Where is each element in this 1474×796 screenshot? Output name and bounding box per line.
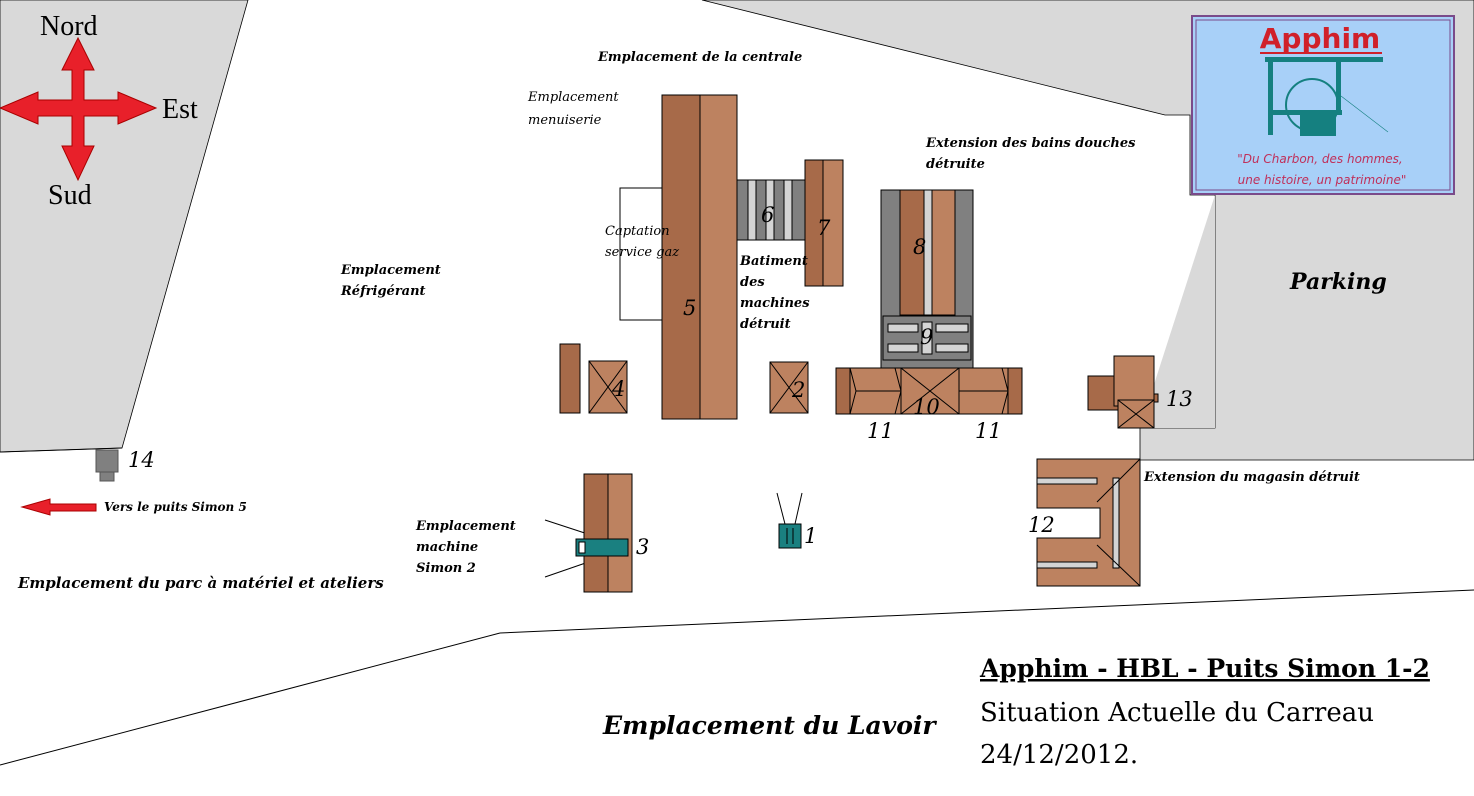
- label-captation: Captation: [605, 224, 670, 239]
- apphim-logo: Apphim "Du Charbon, des hommes, une hist…: [1191, 15, 1455, 195]
- arrow-left-icon: [20, 498, 97, 516]
- label-batiment: des: [740, 275, 765, 290]
- compass-south: Sud: [48, 180, 92, 211]
- building-12: [1036, 458, 1141, 587]
- compass-north: Nord: [40, 11, 98, 42]
- footer-date: 24/12/2012.: [980, 740, 1138, 770]
- boundary-line: [0, 447, 123, 453]
- label-machine: Simon 2: [416, 561, 476, 576]
- building-number: 4: [611, 377, 625, 401]
- building-number: 6: [761, 203, 774, 227]
- label-parking: Parking: [1289, 269, 1387, 295]
- label-vers-simon5: Vers le puits Simon 5: [104, 500, 247, 514]
- building-7: [804, 159, 844, 287]
- label-machine: Emplacement: [415, 519, 516, 534]
- compass-icon: [0, 36, 158, 182]
- footer-title: Apphim - HBL - Puits Simon 1-2: [979, 654, 1430, 683]
- building-3: [544, 473, 633, 593]
- building-1: [776, 492, 803, 549]
- building-number: 2: [791, 378, 805, 402]
- building-number: 3: [636, 535, 649, 559]
- logo-slogan: une histoire, un patrimoine": [1238, 173, 1407, 187]
- building-number: 8: [913, 235, 926, 259]
- label-refrigerant: Réfrigérant: [340, 284, 426, 299]
- building-14: [95, 449, 119, 482]
- footer-subtitle: Situation Actuelle du Carreau: [980, 698, 1374, 728]
- label-bains: Extension des bains douches: [925, 136, 1136, 151]
- left-gray-area: [0, 0, 249, 453]
- label-menuiserie: Emplacement: [527, 90, 619, 105]
- building-number: 13: [1166, 387, 1193, 411]
- building-number: 1: [804, 524, 817, 548]
- building-number: 14: [128, 448, 155, 472]
- label-batiment: machines: [740, 296, 810, 311]
- label-bains: détruite: [926, 157, 985, 172]
- building-4: [559, 343, 628, 414]
- building-number: 11: [975, 419, 1002, 443]
- label-machine: machine: [416, 540, 478, 555]
- building-number: 11: [867, 419, 894, 443]
- label-refrigerant: Emplacement: [340, 263, 441, 278]
- label-parc: Emplacement du parc à matériel et atelie…: [17, 574, 384, 592]
- label-lavoir: Emplacement du Lavoir: [602, 711, 937, 740]
- parking-white: [1140, 195, 1215, 428]
- road-line: [499, 589, 1474, 634]
- road-line: [0, 632, 501, 766]
- building-8: [880, 189, 974, 371]
- label-magasin: Extension du magasin détruit: [1143, 470, 1360, 485]
- label-menuiserie: menuiserie: [528, 113, 602, 128]
- label-centrale: Emplacement de la centrale: [597, 50, 802, 65]
- building-number: 5: [683, 296, 696, 320]
- label-batiment: détruit: [740, 317, 791, 332]
- building-number: 9: [920, 325, 933, 349]
- building-6: [736, 179, 806, 241]
- compass-east: Est: [162, 94, 198, 125]
- label-batiment: Batiment: [739, 254, 808, 269]
- building-13: [1087, 355, 1159, 429]
- logo-slogan: "Du Charbon, des hommes,: [1237, 152, 1403, 166]
- building-11-west: [835, 367, 902, 415]
- building-11-east: [958, 367, 1023, 415]
- label-captation: service gaz: [605, 245, 679, 260]
- captation-outline: [619, 187, 663, 321]
- building-9: [882, 315, 972, 361]
- building-2: [769, 361, 809, 414]
- building-number: 10: [913, 395, 940, 419]
- building-number: 12: [1028, 513, 1055, 537]
- logo-title: Apphim: [1260, 22, 1380, 55]
- building-number: 7: [817, 216, 831, 240]
- building-5: [661, 94, 738, 420]
